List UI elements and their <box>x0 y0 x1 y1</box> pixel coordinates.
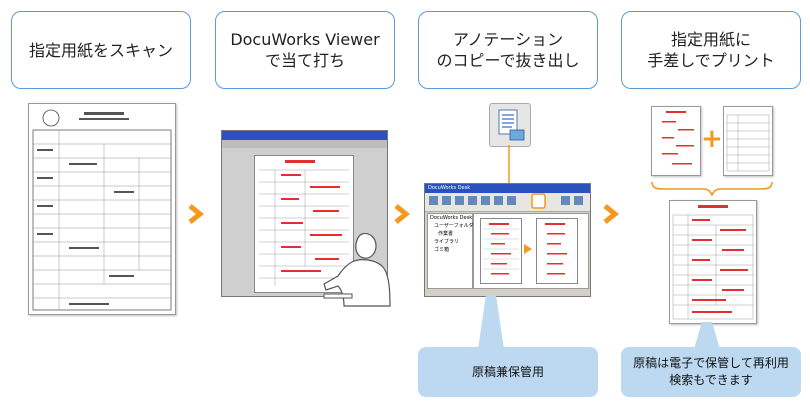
arrow-right-icon <box>188 204 205 224</box>
viewer-page <box>254 155 354 293</box>
desk-titlebar: DocuWorks Desk <box>425 184 590 193</box>
plus-icon: + <box>701 124 723 154</box>
desk-work-area <box>473 213 589 289</box>
folder-item[interactable]: ライブラリ <box>434 239 460 245</box>
blank-form-document <box>723 106 773 176</box>
note-label-desk: 原稿兼保管用 <box>471 364 544 379</box>
step-box-print: 指定用紙に 手差しでプリント <box>621 11 801 89</box>
note-label-print: 原稿は電子で保管して再利用 検索もできます <box>633 356 789 387</box>
note-box-print: 原稿は電子で保管して再利用 検索もできます <box>621 347 801 397</box>
annotation-copy-icon <box>489 103 531 147</box>
note-box-desk: 原稿兼保管用 <box>418 347 598 397</box>
folder-item[interactable]: ユーザーフォルダ <box>434 223 474 229</box>
folder-item[interactable]: ゴミ箱 <box>434 247 450 253</box>
step-label-scan: 指定用紙をスキャン <box>28 40 173 60</box>
viewer-page-graphic <box>259 160 349 286</box>
step-box-scan: 指定用紙をスキャン <box>11 11 191 89</box>
folder-item[interactable]: 作業書 <box>438 231 454 237</box>
note-pointer <box>478 295 504 349</box>
step-box-viewer: DocuWorks Viewer で当て打ち <box>215 11 395 89</box>
triangle-right-icon <box>524 244 532 254</box>
desk-folder-pane: DocuWorks Desk ユーザーフォルダ 作業書 ライブラリ ゴミ箱 <box>427 213 474 289</box>
docuworks-viewer-window <box>221 130 388 297</box>
step-label-viewer: DocuWorks Viewer で当て打ち <box>230 30 380 70</box>
step-label-print: 指定用紙に 手差しでプリント <box>647 30 775 70</box>
docuworks-desk-window: DocuWorks Desk DocuWorks Desk ユーザーフォルダ 作… <box>424 183 591 297</box>
arrow-right-icon <box>394 204 411 224</box>
brace-bracket <box>651 181 773 196</box>
user-silhouette-icon <box>323 233 391 307</box>
folder-item[interactable]: DocuWorks Desk <box>430 215 473 221</box>
step-label-annotation: アノテーション のコピーで抜き出し <box>436 30 580 70</box>
viewer-toolbar <box>222 140 387 148</box>
desk-doc-source[interactable] <box>480 218 522 284</box>
desk-toolbar <box>425 193 590 212</box>
arrow-right-icon <box>603 204 620 224</box>
scanned-form-graphic <box>32 109 172 311</box>
scanned-form-document <box>28 103 176 315</box>
annotation-only-document <box>651 106 701 176</box>
printed-form-document <box>669 200 757 324</box>
desk-doc-extracted[interactable] <box>536 218 578 284</box>
desk-title: DocuWorks Desk <box>428 185 471 191</box>
viewer-titlebar <box>222 131 387 140</box>
step-box-annotation: アノテーション のコピーで抜き出し <box>418 11 598 89</box>
note-pointer <box>694 322 720 349</box>
